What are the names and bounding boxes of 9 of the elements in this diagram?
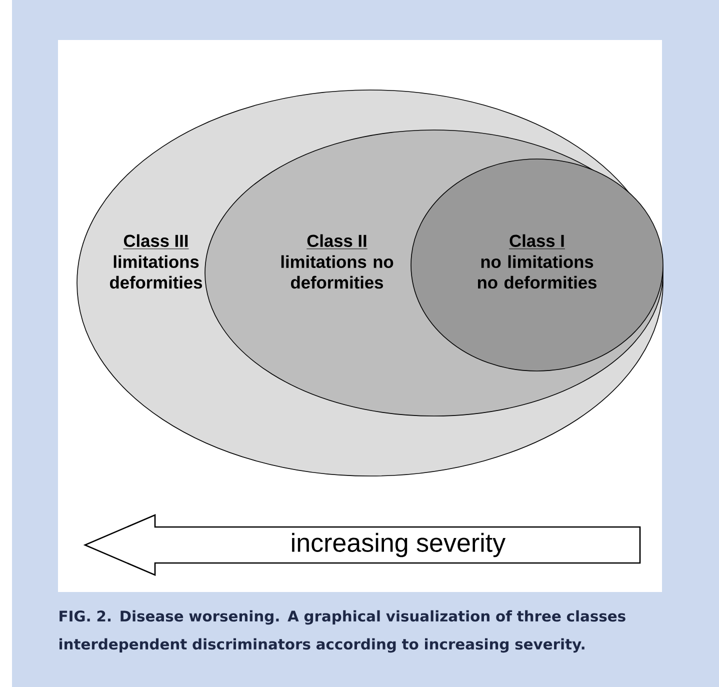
class-description: limitations deformities: [110, 255, 202, 289]
class-heading: Class II: [306, 234, 368, 250]
figure-caption: FIG. 2. Disease worsening. A graphical visualization of three classes interdependent discriminators according to increasing severity.: [60, 610, 626, 653]
class-heading: Class I: [508, 234, 566, 250]
class-heading: Class III: [122, 234, 190, 250]
arrow-box: increasing severity: [83, 514, 641, 576]
class-description: limitations no deformities: [281, 255, 394, 289]
ellipse-region: [410, 158, 664, 372]
class-description: no limitations no deformities: [478, 255, 596, 289]
